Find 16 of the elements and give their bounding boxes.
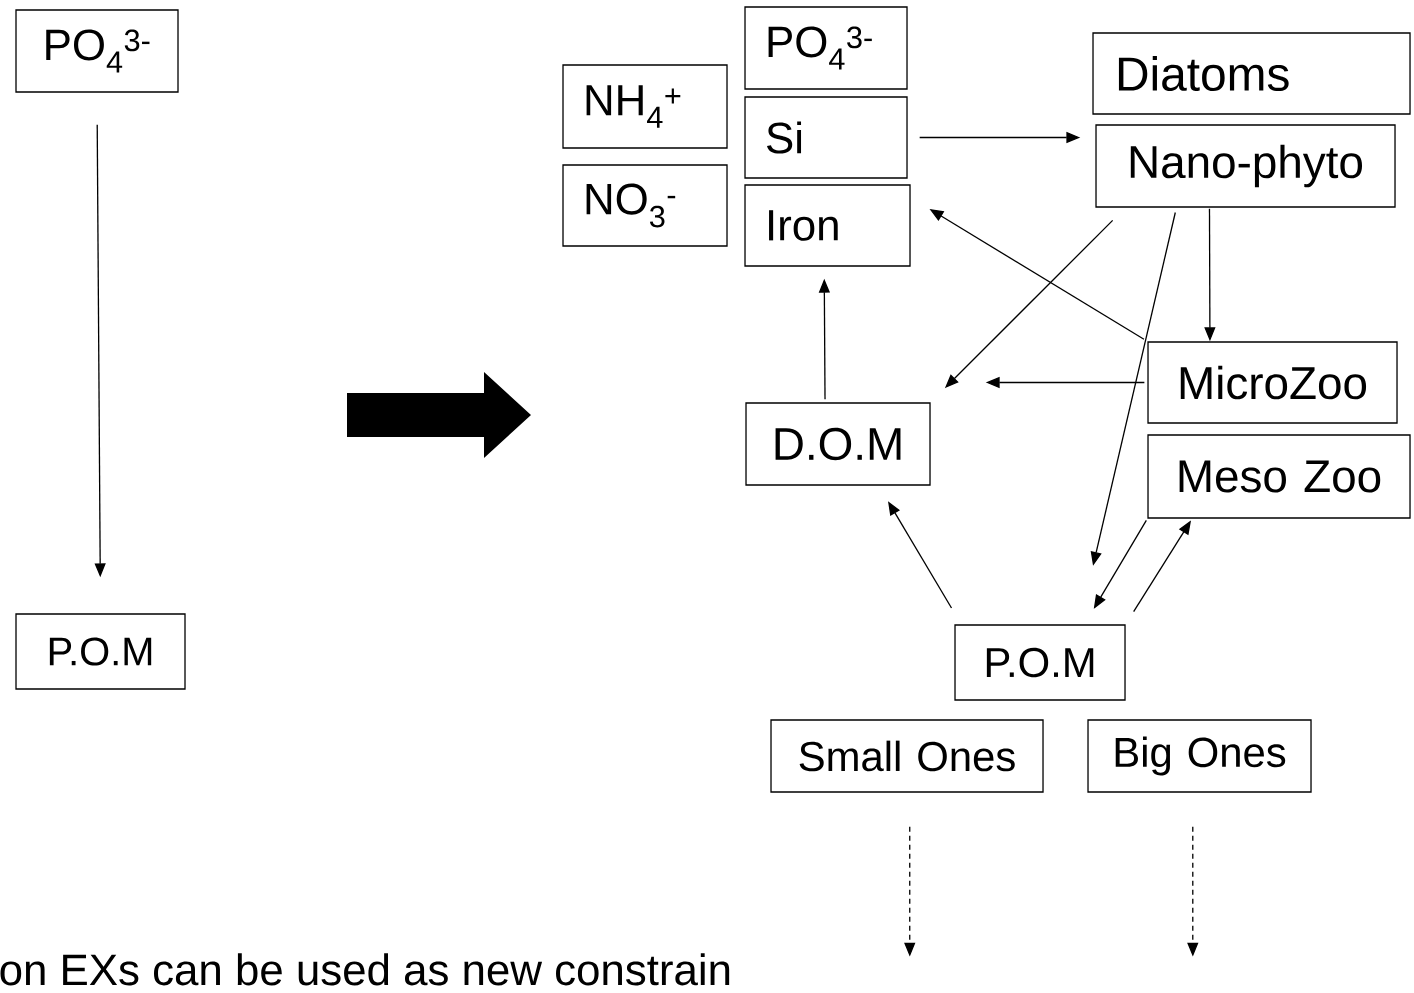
box: NH$_{4}$+ xyxy=(562,64,728,149)
box: Big Ones xyxy=(1087,719,1312,793)
box: Nano-phyto xyxy=(1095,124,1396,208)
box: NO$_{3}$- xyxy=(562,164,728,247)
box: Si xyxy=(744,96,908,179)
box: Meso Zoo xyxy=(1147,434,1411,519)
box: Iron xyxy=(744,184,911,267)
box: P.O.M xyxy=(15,613,186,690)
box: MicroZoo xyxy=(1147,341,1398,424)
box: PO$_{4}$3- xyxy=(744,6,908,90)
box: P.O.M xyxy=(954,624,1126,701)
box: D.O.M xyxy=(745,402,931,486)
note-text: on EXs can be used as new constrain xyxy=(0,953,730,986)
box: Diatoms xyxy=(1092,32,1411,115)
box: PO$_{4}$3- xyxy=(15,9,179,93)
box: Small Ones xyxy=(770,719,1044,793)
